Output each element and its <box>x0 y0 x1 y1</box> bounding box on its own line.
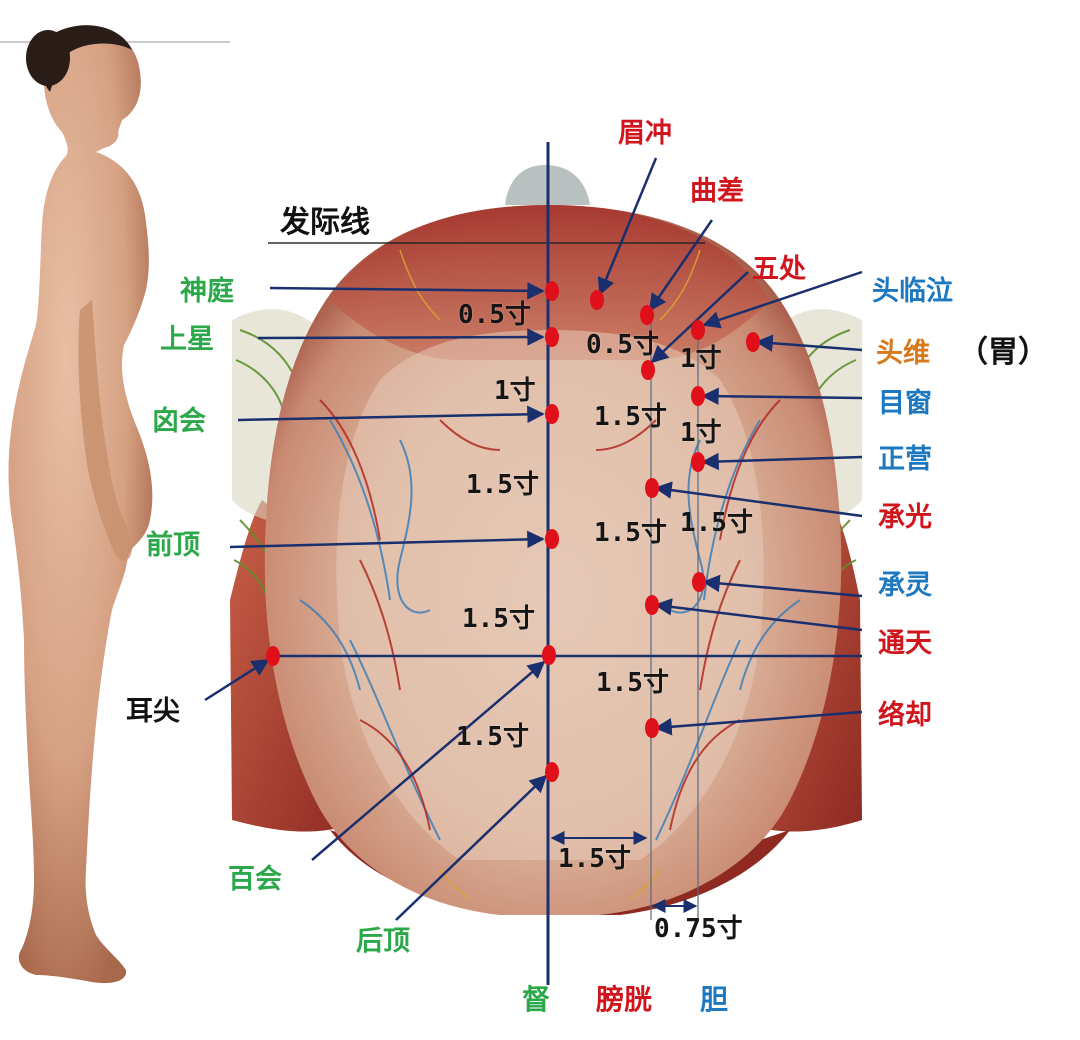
label-touwei: 头维 <box>876 340 930 367</box>
label-shenting: 神庭 <box>180 278 234 305</box>
meridian-dan: 胆 <box>700 986 728 1014</box>
point-baihui <box>542 645 556 665</box>
distance-label: 0.75寸 <box>654 916 743 942</box>
distance-label: 1.5寸 <box>456 724 529 750</box>
distance-label: 1.5寸 <box>680 510 753 536</box>
point-wuchu <box>641 360 655 380</box>
point-shenting <box>545 281 559 301</box>
point-zhengying <box>691 452 705 472</box>
distance-label: 0.5寸 <box>586 332 659 358</box>
label-tongtian: 通天 <box>878 630 932 657</box>
distance-label: 1.5寸 <box>594 404 667 430</box>
label-muchuang: 目窗 <box>878 390 932 417</box>
distance-label: 1.5寸 <box>594 520 667 546</box>
point-tongtian <box>645 595 659 615</box>
point-muchuang <box>691 386 705 406</box>
distance-label: 1.5寸 <box>466 472 539 498</box>
meridian-pangguang: 膀胱 <box>596 986 652 1014</box>
point-chengguang <box>645 478 659 498</box>
label-zhengying: 正营 <box>878 446 932 473</box>
distance-label: 1寸 <box>494 378 536 404</box>
label-wei-note: （胃） <box>958 338 1048 368</box>
hairline-label: 发际线 <box>280 208 370 238</box>
point-houding <box>545 762 559 782</box>
point-qianding <box>545 529 559 549</box>
point-meichong <box>590 290 604 310</box>
label-shangxing: 上星 <box>160 326 214 353</box>
label-chengguang: 承光 <box>878 504 932 531</box>
label-luoque: 络却 <box>878 702 932 729</box>
point-erjian <box>266 646 280 666</box>
label-toulinqi: 头临泣 <box>872 278 953 305</box>
label-qucha: 曲差 <box>690 178 744 205</box>
label-xinhui: 囟会 <box>152 408 206 435</box>
point-touwei <box>746 332 760 352</box>
point-toulinqi <box>691 320 705 340</box>
distance-label: 1.5寸 <box>596 670 669 696</box>
distance-label: 1.5寸 <box>558 846 631 872</box>
distance-label: 1寸 <box>680 346 722 372</box>
label-meichong: 眉冲 <box>618 120 672 147</box>
label-houding: 后顶 <box>356 928 410 955</box>
distance-label: 0.5寸 <box>458 302 531 328</box>
meridian-du: 督 <box>522 986 550 1014</box>
label-wuchu: 五处 <box>752 256 806 283</box>
point-chengling <box>692 572 706 592</box>
label-chengling: 承灵 <box>878 572 932 599</box>
label-baihui: 百会 <box>228 866 282 893</box>
label-qianding: 前顶 <box>146 532 200 559</box>
point-shangxing <box>545 327 559 347</box>
label-erjian: 耳尖 <box>126 698 180 725</box>
standing-figure <box>9 25 153 983</box>
point-qucha <box>640 305 654 325</box>
distance-label: 1.5寸 <box>462 606 535 632</box>
point-luoque <box>645 718 659 738</box>
point-xinhui <box>545 404 559 424</box>
distance-label: 1寸 <box>680 420 722 446</box>
